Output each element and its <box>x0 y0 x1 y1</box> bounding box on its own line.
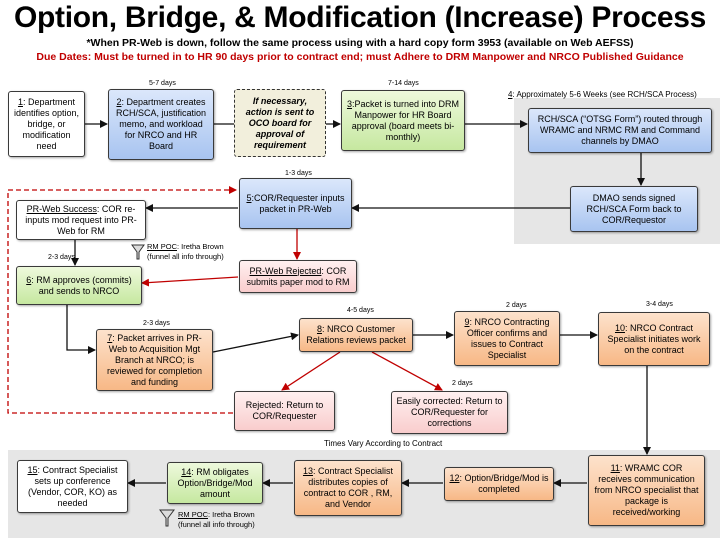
step-10-box: 10: NRCO Contract Specialist initiates w… <box>598 312 710 366</box>
step-9-box: 9: NRCO Contracting Officer confirms and… <box>454 311 560 366</box>
pr-web-rejected-box: PR-Web Rejected: COR submits paper mod t… <box>239 260 357 293</box>
step-3-box: 3:Packet is turned into DRM Manpower for… <box>341 90 465 151</box>
step-2-box: 2: Department creates RCH/SCA, justifica… <box>108 89 214 160</box>
arrow-rejected-web-6 <box>141 276 239 287</box>
step-5-box: 5:COR/Requester inputs packet in PR-Web <box>239 178 352 229</box>
pr-web-success-box: PR-Web Success: COR re-inputs mod reques… <box>16 200 146 240</box>
subtitle-note: *When PR-Web is down, follow the same pr… <box>86 37 634 49</box>
step-1-box: 1: Department identifies option, bridge,… <box>8 91 85 157</box>
step-8-box: 8: NRCO Customer Relations reviews packe… <box>299 318 413 352</box>
step-7-box: 7: Packet arrives in PR-Web to Acquisiti… <box>96 329 213 391</box>
step-13-box: 13: Contract Specialist distributes copi… <box>294 460 402 516</box>
page-title: Option, Bridge, & Modification (Increase… <box>13 1 707 34</box>
step-11-box: 11: WRAMC COR receives communication fro… <box>588 455 705 526</box>
step-6-box: 6: RM approves (commits) and sends to NR… <box>16 266 142 305</box>
oco-board-box: If necessary, action is sent to OCO boar… <box>234 89 326 157</box>
due-dates-note: Due Dates: Must be turned in to HR 90 da… <box>36 51 684 63</box>
duration-3-4-days: 3-4 days <box>646 301 673 308</box>
rm-poc-lower: RM POC: Iretha Brown (funnel all info th… <box>178 510 255 529</box>
duration-2-days-b: 2 days <box>452 380 473 387</box>
duration-2-days-a: 2 days <box>506 302 527 309</box>
dmao-sends-box: DMAO sends signed RCH/SCA Form back to C… <box>570 186 698 232</box>
arrow-6-7 <box>66 305 96 354</box>
duration-2-3-days-b: 2-3 days <box>143 320 170 327</box>
duration-7-14-days: 7-14 days <box>388 80 419 87</box>
rejected-return-box: Rejected: Return to COR/Requester <box>234 391 335 431</box>
arrow-8-rejected <box>281 351 341 391</box>
arrow-8-corrected <box>371 351 443 391</box>
step-14-box: 14: RM obligates Option/Bridge/Mod amoun… <box>167 462 263 504</box>
step-4-header: 4: Approximately 5-6 Weeks (see RCH/SCA … <box>508 90 697 99</box>
return-loop-dashed <box>7 186 237 414</box>
step-12-box: 12: Option/Bridge/Mod is completed <box>444 467 554 501</box>
funnel-icon-upper <box>131 244 145 260</box>
duration-5-7-days: 5-7 days <box>149 80 176 87</box>
rm-poc-upper: RM POC: Iretha Brown (funnel all info th… <box>147 242 224 261</box>
otsg-routing-box: RCH/SCA (“OTSG Form”) routed through WRA… <box>528 108 712 153</box>
duration-2-3-days-a: 2-3 days <box>48 254 75 261</box>
times-vary-label: Times Vary According to Contract <box>324 439 443 448</box>
step-15-box: 15: Contract Specialist sets up conferen… <box>17 460 128 513</box>
easily-corrected-box: Easily corrected: Return to COR/Requeste… <box>391 391 508 434</box>
duration-1-3-days: 1-3 days <box>285 170 312 177</box>
arrow-7-8 <box>212 332 299 353</box>
duration-4-5-days: 4-5 days <box>347 307 374 314</box>
funnel-icon-lower <box>159 509 175 527</box>
